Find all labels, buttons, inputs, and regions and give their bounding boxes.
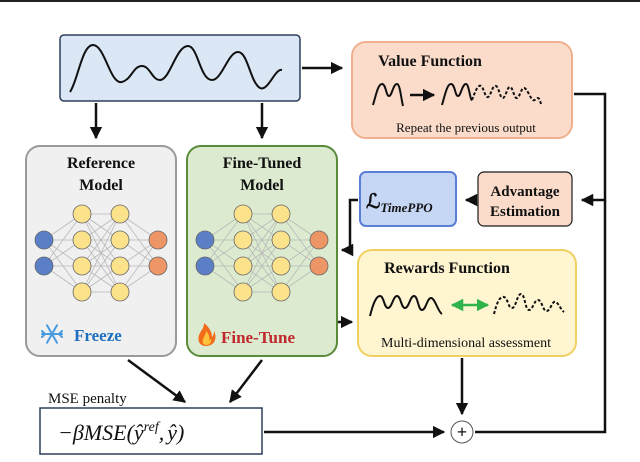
input-series-wave [69, 43, 283, 93]
mse-formula-box: −βMSE(ŷref,ŷ) [39, 407, 263, 455]
network-edge [81, 213, 121, 293]
value-output-solid-wave [441, 82, 473, 106]
network-node [148, 230, 168, 250]
network-edge [43, 213, 83, 267]
reference-network-icon [34, 204, 168, 302]
network-node [233, 256, 253, 276]
arrow-reference-to-mse [127, 358, 187, 404]
network-node [233, 282, 253, 302]
value-function-box: Value Function Repeat the previous outpu… [351, 41, 573, 139]
advantage-line-2: Estimation [490, 204, 561, 220]
reference-model-title-1: Reference [67, 155, 135, 172]
network-node [233, 230, 253, 250]
network-node [271, 256, 291, 276]
fine-tune-label: Fine-Tune [221, 328, 295, 347]
network-edge [242, 239, 282, 293]
flame-icon [198, 323, 216, 346]
value-function-title: Value Function [378, 53, 482, 70]
network-node [72, 230, 92, 250]
network-node [34, 230, 54, 250]
network-node [271, 230, 291, 250]
fine-tuned-model-title-1: Fine-Tuned [223, 155, 302, 172]
arrow-finetuned-to-mse [229, 359, 263, 403]
snowflake-icon [41, 324, 63, 344]
loss-symbol: ℒ [366, 191, 380, 213]
rewards-solid-wave [369, 294, 443, 317]
svg-text:ℒTimePPO: ℒTimePPO [366, 191, 433, 215]
loss-subscript: TimePPO [380, 200, 433, 215]
network-node [110, 256, 130, 276]
fine-tuned-network-icon [195, 204, 329, 302]
advantage-estimation-box: Advantage Estimation [477, 171, 573, 227]
network-edge [81, 213, 121, 267]
network-node [72, 256, 92, 276]
rewards-function-title: Rewards Function [384, 260, 510, 277]
network-edge [119, 239, 159, 293]
sum-node: + [450, 420, 474, 444]
network-node [148, 256, 168, 276]
value-input-wave [372, 82, 404, 107]
network-node [271, 204, 291, 224]
network-edge [81, 239, 121, 293]
network-node [110, 230, 130, 250]
network-node [110, 204, 130, 224]
fine-tuned-model-box: Fine-Tuned Model Fine-Tune [186, 145, 338, 357]
network-node [195, 256, 215, 276]
reference-model-box: Reference Model Freeze [25, 145, 177, 357]
network-node [72, 282, 92, 302]
network-edge [242, 213, 282, 267]
network-node [195, 230, 215, 250]
fine-tuned-model-title-2: Model [240, 177, 284, 194]
reference-model-title-2: Model [79, 177, 123, 194]
rewards-function-caption: Multi-dimensional assessment [381, 336, 551, 351]
arrow-value-to-advantage [574, 92, 607, 207]
input-series-box [59, 34, 301, 102]
network-node [233, 204, 253, 224]
network-edge [204, 213, 244, 267]
mse-penalty-label: MSE penalty [48, 391, 127, 407]
network-node [34, 256, 54, 276]
sum-symbol: + [457, 422, 467, 442]
value-output-dashed-wave [471, 84, 542, 105]
value-function-caption: Repeat the previous output [396, 120, 536, 135]
network-node [72, 204, 92, 224]
network-edge [242, 213, 282, 293]
network-node [271, 282, 291, 302]
freeze-label: Freeze [74, 326, 122, 345]
network-edge [280, 239, 320, 293]
loss-box: ℒTimePPO [359, 171, 457, 227]
network-node [309, 256, 329, 276]
rewards-dashed-wave [493, 292, 565, 315]
arrow-loss-to-finetuned [340, 198, 358, 257]
rewards-function-box: Rewards Function Multi-dimensional asses… [357, 249, 577, 357]
advantage-line-1: Advantage [490, 184, 560, 200]
network-node [309, 230, 329, 250]
mse-formula: −βMSE(ŷref,ŷ) [58, 420, 184, 445]
network-node [110, 282, 130, 302]
line-sum-to-value-feedback [475, 200, 607, 434]
